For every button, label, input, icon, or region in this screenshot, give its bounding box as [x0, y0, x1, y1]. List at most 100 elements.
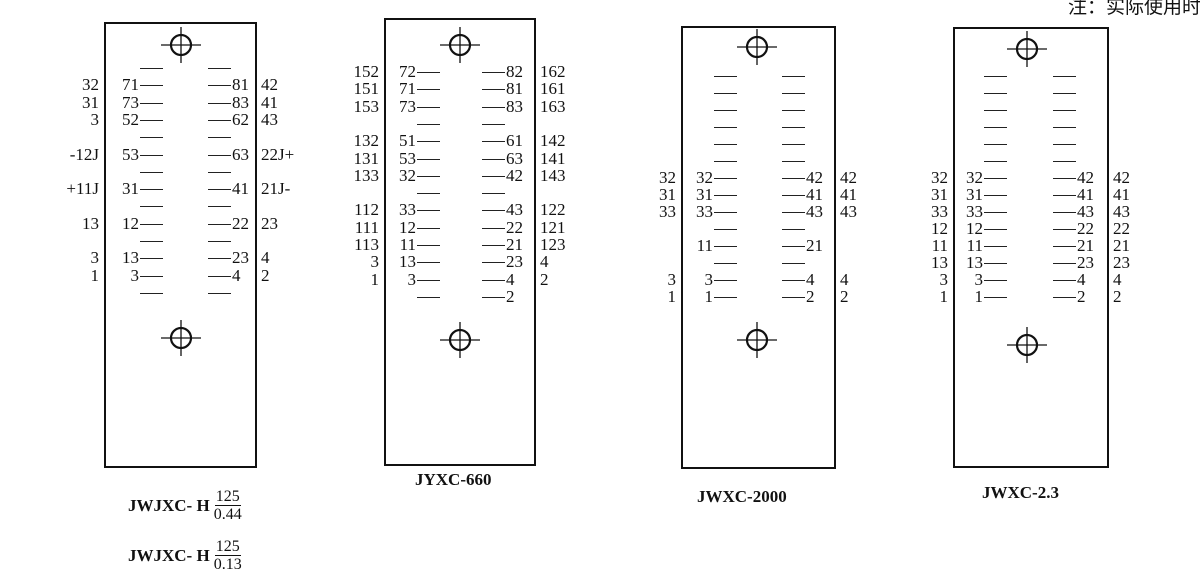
model-name: JWXC-2000 [697, 487, 787, 506]
inner-left-label: 53 [399, 149, 416, 168]
inner-right-label: 22 [232, 214, 249, 233]
terminal-left [714, 246, 737, 247]
inner-left-label: 13 [122, 248, 139, 267]
terminal-left [417, 176, 440, 177]
outer-right-label: 142 [540, 131, 566, 150]
inner-right-label: 43 [506, 200, 523, 219]
outer-right-label: 42 [261, 75, 278, 94]
outer-right-label: 4 [840, 270, 849, 289]
terminal-right [782, 280, 805, 281]
terminal-right [482, 297, 505, 298]
terminal-right [1053, 127, 1076, 128]
inner-left-label: 11 [696, 236, 713, 255]
terminal-right [1053, 246, 1076, 247]
terminal-left [984, 212, 1007, 213]
terminal-left [417, 89, 440, 90]
outer-left-label: 3 [667, 270, 677, 289]
terminal-left [984, 76, 1007, 77]
outer-right-label: 2 [540, 270, 549, 289]
outer-left-label: 31 [659, 185, 676, 204]
mounting-hole-icon [1007, 29, 1047, 69]
outer-left-label: 1 [667, 287, 677, 306]
terminal-left [417, 159, 440, 160]
outer-right-label: 2 [261, 266, 270, 285]
outer-right-label: 43 [261, 110, 278, 129]
terminal-left [984, 127, 1007, 128]
terminal-right [482, 210, 505, 211]
terminal-right [1053, 144, 1076, 145]
terminal-left [984, 280, 1007, 281]
terminal-left [714, 297, 737, 298]
outer-left-label: 152 [353, 62, 380, 81]
outer-right-label: 4 [261, 248, 270, 267]
outer-left-label: 132 [353, 131, 380, 150]
outer-left-label: 12 [931, 219, 948, 238]
terminal-right [782, 127, 805, 128]
terminal-left [417, 72, 440, 73]
terminal-right [208, 68, 231, 69]
terminal-right [782, 212, 805, 213]
inner-left-label: 12 [966, 219, 983, 238]
rating-numerator: 125 [214, 538, 241, 556]
outer-right-label: 23 [1113, 253, 1130, 272]
terminal-right [482, 159, 505, 160]
outer-left-label: 32 [931, 168, 948, 187]
terminal-left [984, 178, 1007, 179]
inner-left-label: 3 [704, 270, 714, 289]
terminal-right [1053, 161, 1076, 162]
terminal-right [782, 195, 805, 196]
inner-left-label: 73 [399, 97, 416, 116]
terminal-right [782, 297, 805, 298]
rating-denominator: 0.13 [213, 556, 242, 573]
outer-right-label: 21 [1113, 236, 1130, 255]
inner-right-label: 41 [232, 179, 249, 198]
terminal-right [208, 172, 231, 173]
terminal-right [482, 228, 505, 229]
terminal-left [140, 206, 163, 207]
terminal-left [417, 297, 440, 298]
inner-left-label: 1 [704, 287, 714, 306]
terminal-left [417, 141, 440, 142]
inner-left-label: 33 [966, 202, 983, 221]
mounting-hole-icon [440, 25, 480, 65]
terminal-right [208, 103, 231, 104]
terminal-right [208, 224, 231, 225]
terminal-right [1053, 76, 1076, 77]
terminal-right [782, 263, 805, 264]
terminal-left [140, 293, 163, 294]
rating-denominator: 0.44 [213, 506, 242, 523]
terminal-right [208, 137, 231, 138]
terminal-right [482, 280, 505, 281]
inner-right-label: 23 [506, 252, 523, 271]
inner-right-label: 82 [506, 62, 523, 81]
terminal-left [417, 280, 440, 281]
terminal-right [208, 155, 231, 156]
relay-outline-2 [681, 26, 836, 469]
inner-right-label: 63 [232, 145, 249, 164]
terminal-right [482, 141, 505, 142]
outer-right-label: 141 [540, 149, 566, 168]
inner-left-label: 3 [130, 266, 140, 285]
outer-right-label: 143 [540, 166, 566, 185]
outer-right-label: 161 [540, 79, 566, 98]
terminal-right [1053, 229, 1076, 230]
outer-right-label: 2 [1113, 287, 1122, 306]
mounting-hole-icon [737, 27, 777, 67]
terminal-left [984, 195, 1007, 196]
inner-left-label: 12 [399, 218, 416, 237]
inner-left-label: 32 [696, 168, 713, 187]
terminal-left [714, 76, 737, 77]
inner-right-label: 23 [232, 248, 249, 267]
outer-right-label: 21J- [261, 179, 291, 198]
outer-left-label: 131 [353, 149, 380, 168]
inner-right-label: 83 [506, 97, 523, 116]
terminal-left [140, 85, 163, 86]
outer-left-label: 3 [90, 248, 100, 267]
outer-left-label: 13 [931, 253, 948, 272]
terminal-left [140, 120, 163, 121]
outer-right-label: 41 [261, 93, 278, 112]
terminal-right [208, 293, 231, 294]
inner-right-label: 4 [1077, 270, 1086, 289]
